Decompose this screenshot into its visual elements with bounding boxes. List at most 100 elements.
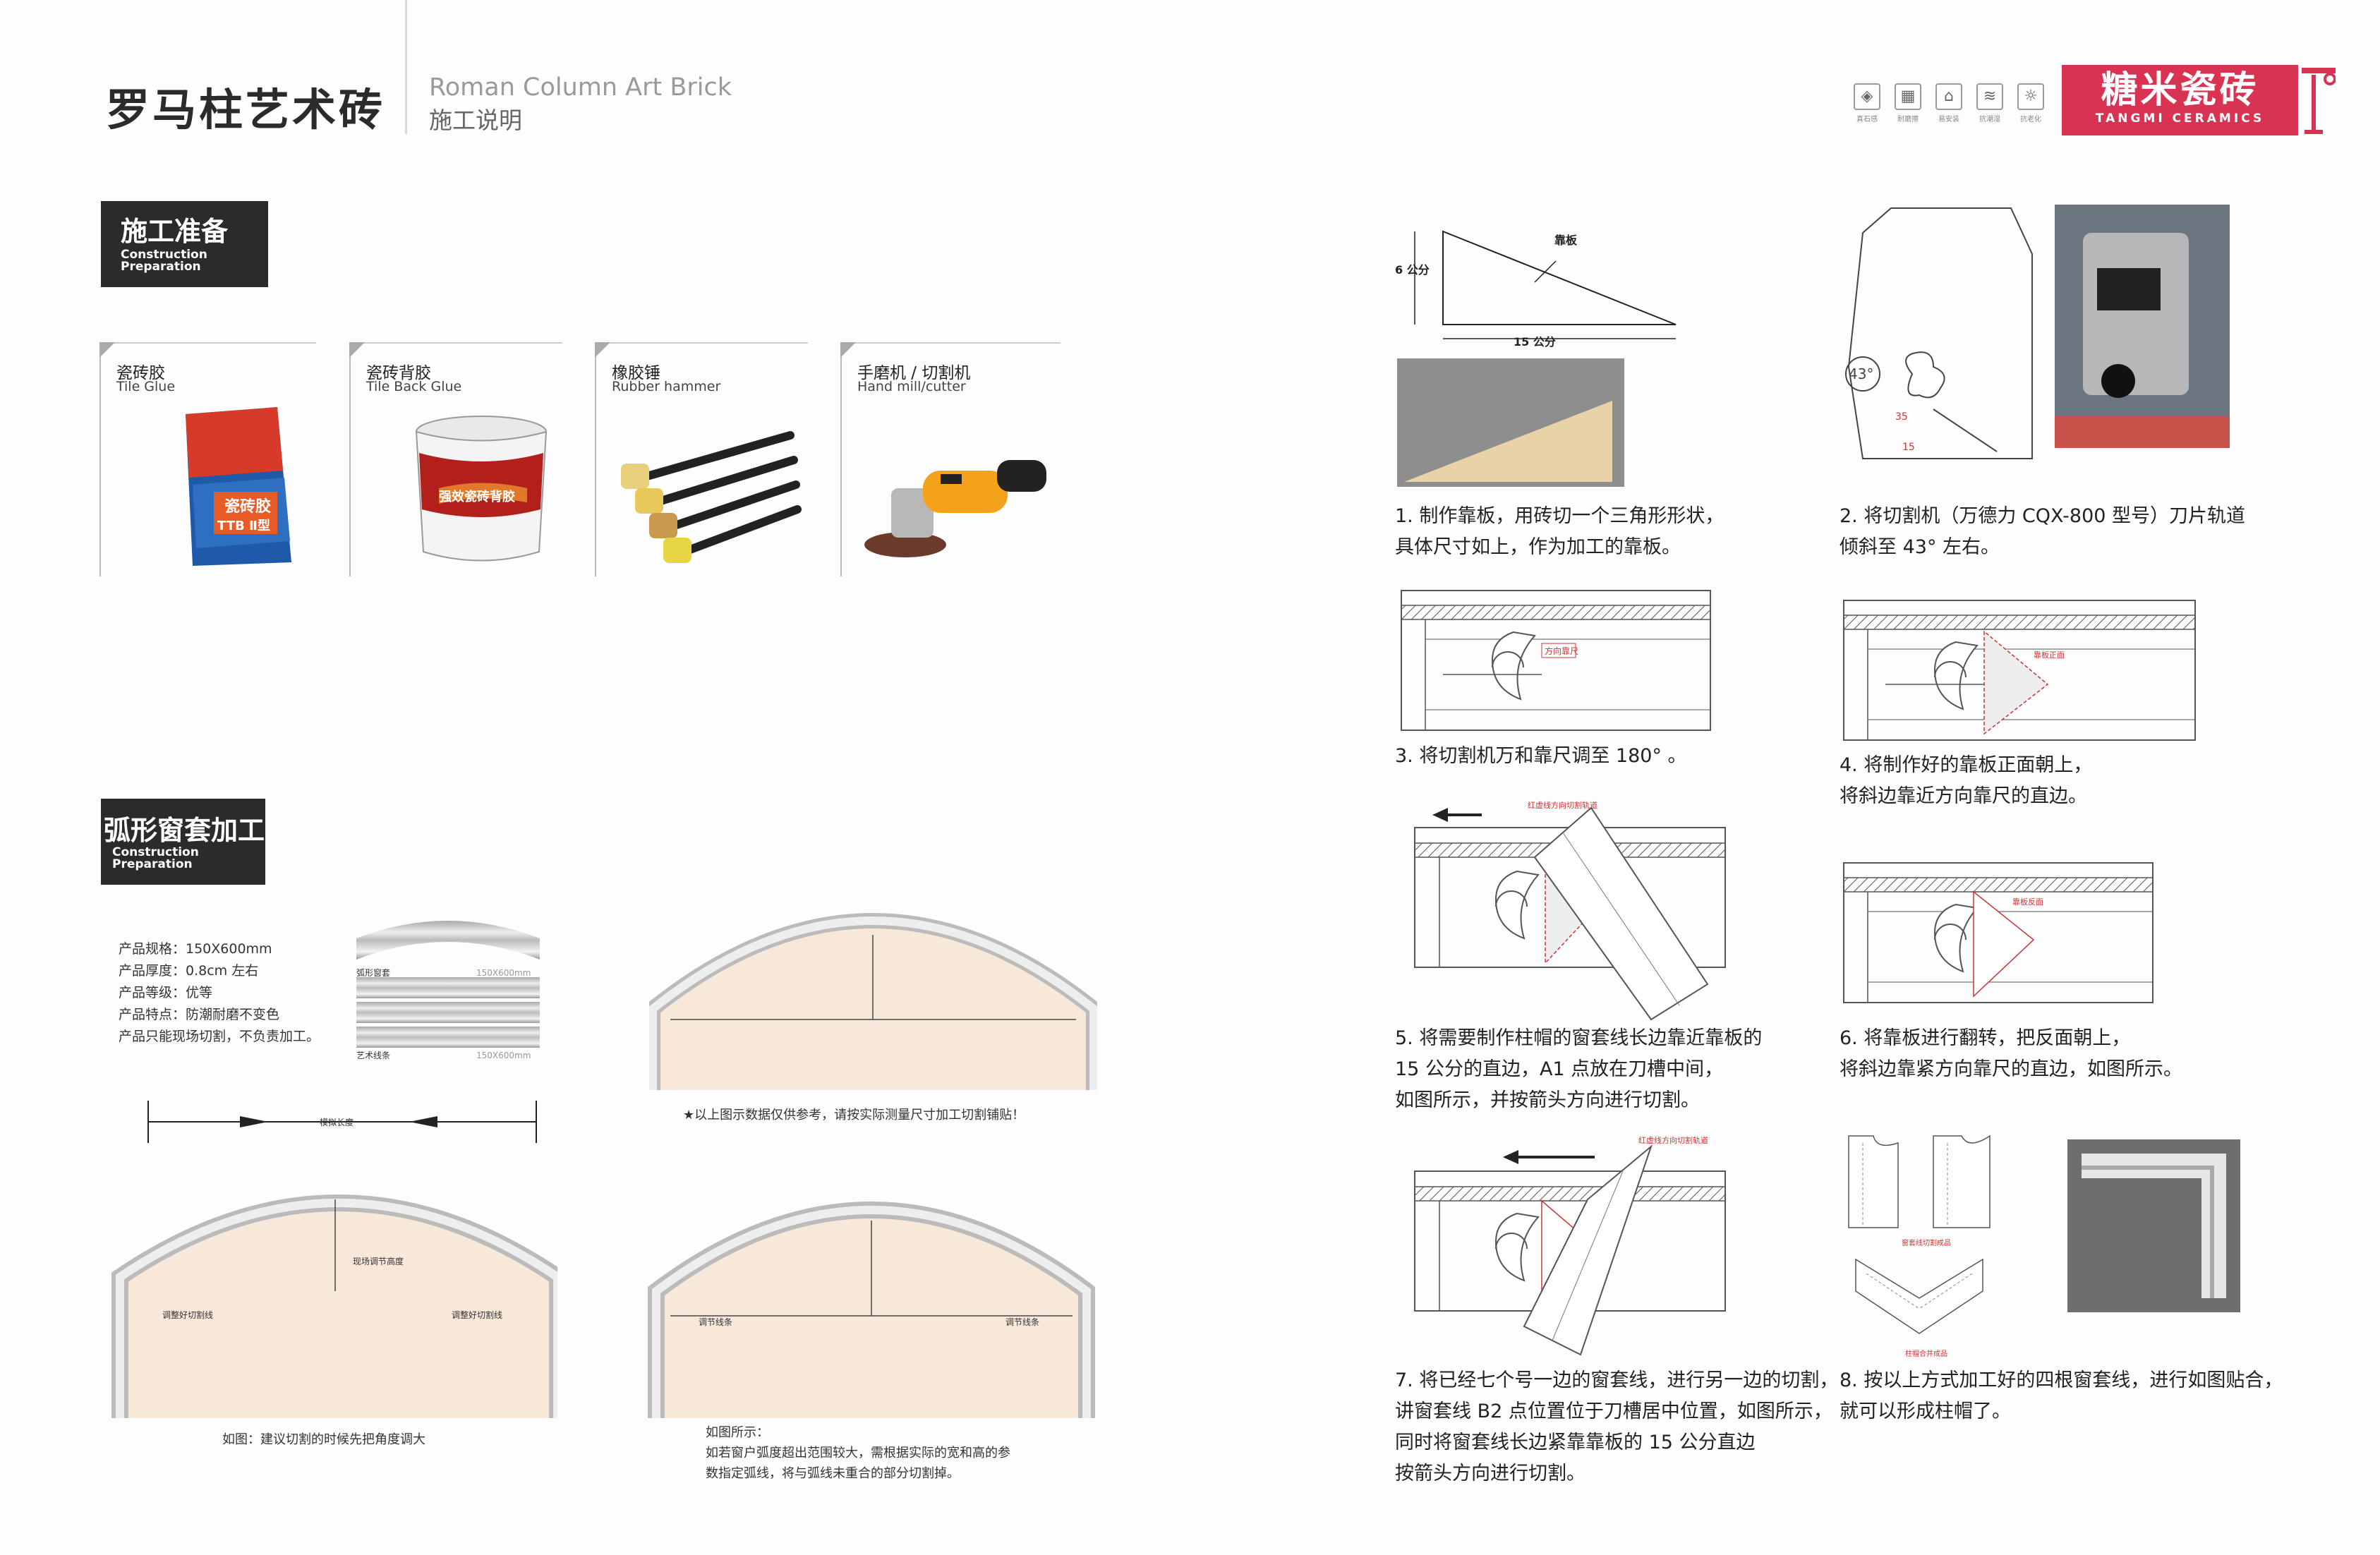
strip-adjust-label: 调节线条 <box>699 1317 732 1327</box>
rail-diagram-3: 方向靠尺 <box>1401 590 1711 731</box>
feature-stone: ◈真石感 <box>1849 83 1885 123</box>
step-line: 具体尺寸如上，作为加工的靠板。 <box>1395 536 1681 558</box>
rail-label: 红虚线方向切割轨道 <box>1528 800 1597 810</box>
strip-size: 150X600mm <box>476 1051 531 1060</box>
page-title-en: Roman Column Art Brick <box>429 73 732 102</box>
feature-sun: ☼ 抗老化 <box>2012 83 2049 123</box>
feature-label: 耐磨擦 <box>1897 116 1919 123</box>
feature-label: 抗老化 <box>2020 116 2041 123</box>
page-title-cn: 罗马柱艺术砖 <box>106 84 386 135</box>
step-line: 如图所示，并按箭头方向进行切割。 <box>1395 1089 1700 1111</box>
step-line: 6. 将靠板进行翻转，把反面朝上， <box>1840 1027 2131 1049</box>
rail-label: 靠板正面 <box>2034 650 2065 660</box>
brand-name-cn: 糖米瓷砖 <box>2101 69 2259 111</box>
cut-pieces-diagram: 窗套线切割成品 柱帽合并成品 <box>1848 1135 1991 1358</box>
spec-line: 产品等级：优等 <box>119 985 213 1000</box>
angle-grinder-image <box>864 460 1046 557</box>
tool-name-en: Rubber hammer <box>612 379 721 394</box>
step-line: 5. 将需要制作柱帽的窗套线长边靠近靠板的 <box>1395 1027 1763 1049</box>
spec-line: 产品规格：150X600mm <box>119 941 272 957</box>
arc-tag-en: Construction Preparation <box>112 845 199 871</box>
step-line: 15 公分的直边，A1 点放在刀槽中间， <box>1395 1058 1724 1080</box>
step-6-text: 6. 将靠板进行翻转，把反面朝上， 将斜边靠紧方向靠尺的直边，如图所示。 <box>1840 1023 2182 1085</box>
sun-icon: ☼ <box>2017 83 2044 110</box>
arch-diagram-top <box>649 913 1097 1090</box>
rail-diagram-5: 红虚线方向切割轨道 <box>1414 800 1726 1021</box>
cut-line-label: 调整好切割线 <box>452 1309 502 1320</box>
height-label: 现场调节高度 <box>353 1256 404 1266</box>
tool-name-cn: 瓷砖胶 <box>116 364 165 382</box>
step-line: 2. 将切割机（万德力 CQX-800 型号）刀片轨道 <box>1840 505 2246 527</box>
step-1-text: 1. 制作靠板，用砖切一个三角形形状， 具体尺寸如上，作为加工的靠板。 <box>1395 501 1724 563</box>
tool-name-en: Hand mill/cutter <box>857 379 966 394</box>
rail-label: 红虚线方向切割轨道 <box>1638 1135 1708 1145</box>
piece-label: 柱帽合并成品 <box>1905 1349 1947 1358</box>
step-2-text: 2. 将切割机（万德力 CQX-800 型号）刀片轨道 倾斜至 43° 左右。 <box>1840 501 2245 563</box>
warning-note: ★以上图示数据仅供参考，请按实际测量尺寸加工切割铺贴！ <box>683 1108 1025 1123</box>
step-line: 同时将窗套线长边紧靠靠板的 15 公分直边 <box>1395 1432 1756 1453</box>
strip-label: 弧形窗套 <box>356 968 390 978</box>
product-strips: 弧形窗套 150X600mm 艺术线条 150X600mm <box>356 921 540 1060</box>
corner-mark <box>840 342 856 358</box>
tool-name-cn: 橡胶锤 <box>612 364 660 382</box>
tool-name-en: Tile Back Glue <box>366 379 462 394</box>
feature-label: 真石感 <box>1856 116 1878 123</box>
step-line: 4. 将制作好的靠板正面朝上， <box>1840 754 2093 776</box>
tool-back-glue: 瓷砖背胶 Tile Back Glue 强效瓷砖背胶 <box>349 342 562 576</box>
step-line: 1. 制作靠板，用砖切一个三角形形状， <box>1395 505 1724 527</box>
corner-mark <box>349 342 365 358</box>
caption-line: 数指定弧线，将与弧线未重合的部分切割掉。 <box>706 1466 960 1481</box>
step-line: 将斜边靠近方向靠尺的直边。 <box>1840 785 2087 807</box>
spec-line: 产品只能现场切割，不负责加工。 <box>119 1029 320 1044</box>
step-line: 就可以形成柱帽了。 <box>1840 1400 2011 1422</box>
arc-tag-cn: 弧形窗套加工 <box>104 815 265 846</box>
width-label: 模拟长度 <box>320 1117 354 1127</box>
corner-mark <box>99 342 115 358</box>
caption-left: 如图：建议切割的时候先把角度调大 <box>222 1432 425 1447</box>
brand-logo: 糖米瓷砖 TANGMI CERAMICS <box>2062 65 2298 135</box>
template-photo <box>1397 358 1624 487</box>
brand-name-en: TANGMI CERAMICS <box>2095 111 2265 126</box>
caption-line: 如图所示： <box>706 1425 769 1440</box>
feature-label: 易安装 <box>1938 116 1959 123</box>
cutter-photo <box>2055 205 2230 448</box>
prep-tag-en: Construction Preparation <box>121 248 207 274</box>
step-4-text: 4. 将制作好的靠板正面朝上， 将斜边靠近方向靠尺的直边。 <box>1840 750 2092 812</box>
angle-label: 15 <box>1902 442 1915 453</box>
angle-label: 35 <box>1895 411 1908 423</box>
caption-line: 如若窗户弧度超出范围较大，需根据实际的宽和高的参 <box>706 1446 1010 1460</box>
glue-bucket-image: 强效瓷砖背胶 <box>415 416 548 562</box>
install-icon: ⌂ <box>1935 83 1962 110</box>
step-line: 将斜边靠紧方向靠尺的直边，如图所示。 <box>1840 1058 2182 1080</box>
bag-label: 瓷砖胶 <box>224 497 271 516</box>
wear-icon: ▦ <box>1895 83 1921 110</box>
spec-line: 产品特点：防潮耐磨不变色 <box>119 1007 280 1022</box>
tool-rubber-hammer: 橡胶锤 Rubber hammer <box>595 342 808 576</box>
rail-label: 方向靠尺 <box>1545 646 1578 656</box>
dim-width-label: 15 公分 <box>1514 335 1556 349</box>
cut-line-label: 调整好切割线 <box>162 1309 213 1320</box>
tool-name-cn: 瓷砖背胶 <box>366 364 431 382</box>
arc-section-tag: 弧形窗套加工 Construction Preparation <box>101 799 265 885</box>
tool-name-cn: 手磨机 / 切割机 <box>857 364 971 382</box>
strip-label: 艺术线条 <box>356 1051 390 1060</box>
step-line: 8. 按以上方式加工好的四根窗套线，进行如图贴合， <box>1840 1369 2283 1391</box>
feature-moisture: ≋抗潮湿 <box>1971 83 2008 123</box>
template-triangle-diagram: 6 公分 15 公分 靠板 <box>1395 230 1677 349</box>
strip-size: 150X600mm <box>476 968 531 978</box>
bucket-label: 强效瓷砖背胶 <box>439 489 515 504</box>
piece-label: 窗套线切割成品 <box>1902 1238 1951 1247</box>
bag-label: TTB Ⅱ型 <box>217 518 270 533</box>
strip-adjust-label: 调节线条 <box>1005 1317 1039 1327</box>
hammer-image <box>621 431 802 563</box>
tool-hand-mill: 手磨机 / 切割机 Hand mill/cutter <box>840 342 1061 576</box>
tool-name-en: Tile Glue <box>116 379 176 394</box>
arch-diagram-left: 模拟长度 现场调节高度 调整好切割线 调整好切割线 <box>111 1101 557 1418</box>
rail-label: 靠板反面 <box>2012 897 2043 907</box>
step-line: 7. 将已经七个号一边的窗套线，进行另一边的切割， <box>1395 1369 1839 1391</box>
step-line: 倾斜至 43° 左右。 <box>1840 536 2000 558</box>
rail-diagram-6: 靠板反面 <box>1843 862 2154 1003</box>
template-label: 靠板 <box>1554 234 1578 247</box>
cutter-angle-diagram: 43° 45 35 15 <box>1845 207 2033 459</box>
arch-diagram-right: 调节线条 调节线条 <box>648 1202 1095 1418</box>
